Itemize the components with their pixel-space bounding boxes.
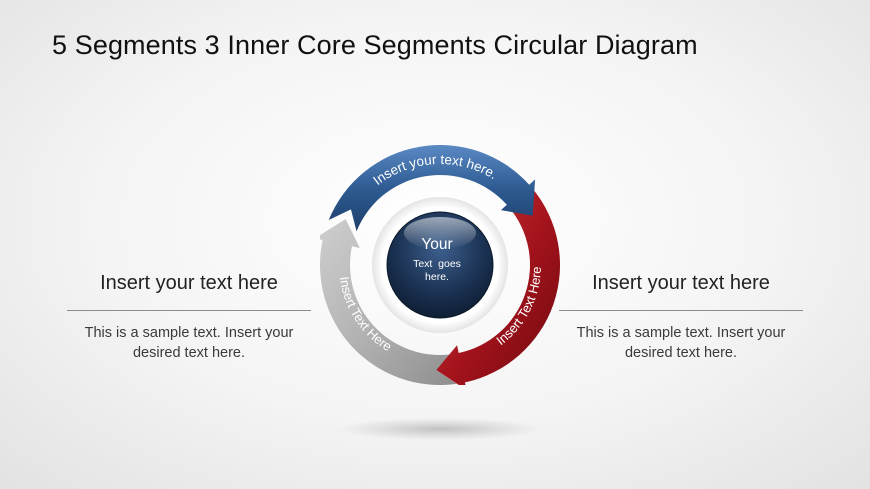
slide-title: 5 Segments 3 Inner Core Segments Circula… [52,30,698,60]
right-body: This is a sample text. Insert your desir… [576,325,786,361]
red-arrow-segment [436,187,560,385]
left-divider [67,310,311,311]
core-highlight [404,217,476,249]
left-body: This is a sample text. Insert your desir… [84,325,294,361]
left-text-block: Insert your text here This is a sample t… [67,270,311,363]
core-title: Your [421,236,452,253]
circular-diagram: Insert your text here. Insert Text Here … [320,145,560,385]
blue-arrow-segment [328,145,536,232]
core-text-line1: Text goes [413,258,461,270]
floor-shadow [340,418,540,440]
right-heading: Insert your text here [592,272,770,294]
right-divider [559,310,803,311]
right-text-block: Insert your text here This is a sample t… [559,270,803,363]
gray-arrow-segment [320,218,457,385]
left-heading: Insert your text here [100,272,278,294]
core-text-line2: here. [425,271,449,283]
